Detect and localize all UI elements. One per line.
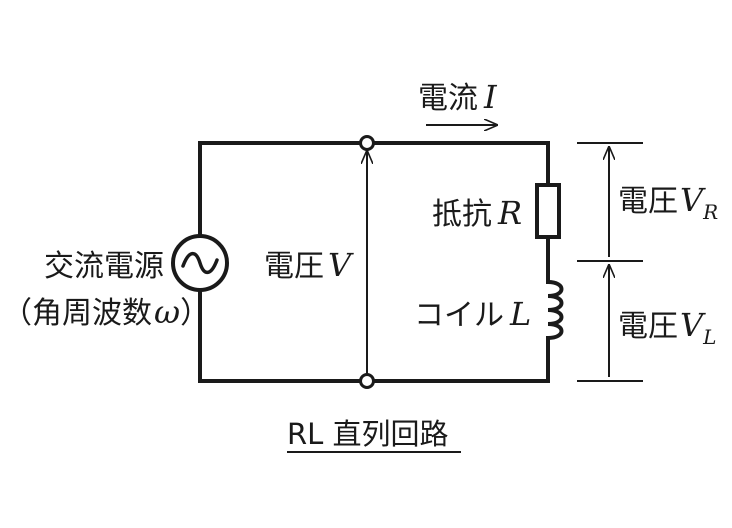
resistor-icon — [535, 183, 561, 239]
source-label-line1: 交流電源 — [44, 249, 164, 284]
inductor-coil-icon — [545, 279, 564, 341]
ac-source-icon — [171, 234, 229, 292]
vl-label: 電圧VL — [618, 306, 716, 349]
voltage-reference-lines — [577, 142, 643, 382]
diagram-caption: RL 直列回路 — [287, 417, 449, 451]
vr-label: 電圧VR — [618, 181, 718, 224]
terminal-node-bottom — [359, 373, 375, 389]
terminal-node-top — [359, 135, 375, 151]
circuit-wires — [198, 141, 550, 383]
source-label-line2: （角周波数ω） — [2, 293, 210, 331]
